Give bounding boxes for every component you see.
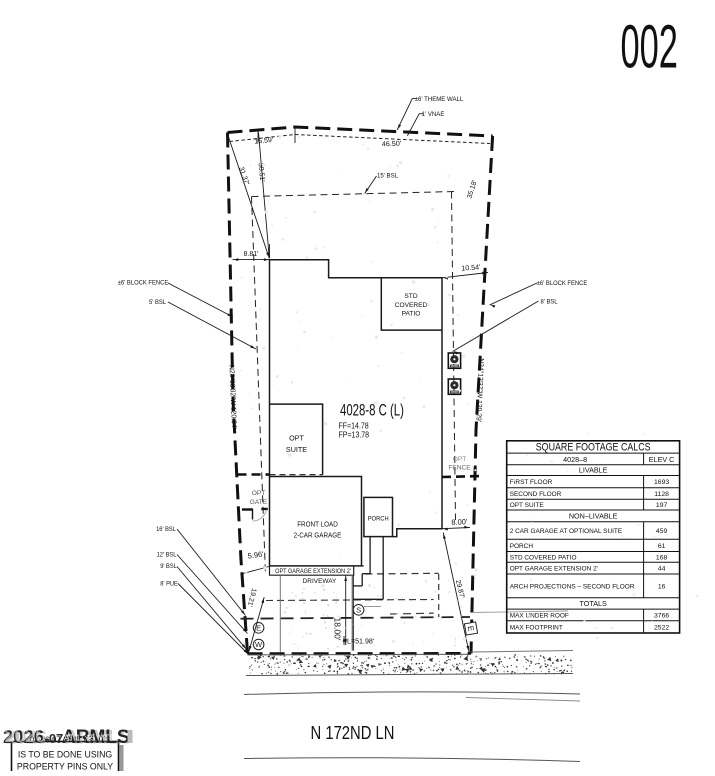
svg-text:OPT: OPT [453,456,467,463]
svg-text:2026: 2026 [4,725,45,746]
svg-text:LIVABLE: LIVABLE [579,466,608,475]
svg-text:197: 197 [656,502,668,509]
svg-text:FENCE: FENCE [448,465,471,472]
svg-text:002: 002 [621,12,678,81]
svg-text:S: S [356,605,361,614]
svg-text:12' BSL: 12' BSL [157,552,177,558]
svg-text:STD COVERED PATIO: STD COVERED PATIO [510,554,577,561]
svg-text:PROPERTY PINS ONLY: PROPERTY PINS ONLY [17,761,113,771]
svg-text:19.21': 19.21' [246,587,257,607]
svg-text:E: E [256,623,261,632]
svg-text:2026: 2026 [6,727,47,748]
svg-text:±6' BLOCK FENCE: ±6' BLOCK FENCE [118,279,169,286]
svg-text:OPT SUITE: OPT SUITE [510,502,545,509]
svg-text:2-CAR GARAGE: 2-CAR GARAGE [294,532,342,539]
svg-text:STD: STD [404,293,417,300]
svg-text:16: 16 [658,583,666,590]
svg-text:1' VNAE: 1' VNAE [422,111,445,118]
svg-text:NON–LIVABLE: NON–LIVABLE [569,511,618,520]
svg-text:15' BSL: 15' BSL [377,172,398,179]
svg-text:FF=14.78: FF=14.78 [339,421,369,430]
svg-text:16' BSL: 16' BSL [156,527,176,533]
svg-text:IS TO BE DONE USING: IS TO BE DONE USING [18,749,112,759]
svg-text:MAX FOOTPRINT: MAX FOOTPRINT [510,624,563,631]
svg-text:OPT: OPT [289,434,304,443]
svg-text:E: E [466,625,476,632]
svg-text:5.96': 5.96' [247,549,265,560]
svg-text:MAX UNDER ROOF: MAX UNDER ROOF [510,612,569,619]
svg-text:SECOND FLOOR: SECOND FLOOR [510,491,562,498]
svg-text:2026: 2026 [3,726,44,747]
svg-text:N24°12'37"W 120.29': N24°12'37"W 120.29' [474,358,485,422]
svg-text:TOTALS: TOTALS [580,599,607,608]
svg-text:2522: 2522 [654,624,669,631]
svg-text:02-26-07 AT 11:15 MTS: 02-26-07 AT 11:15 MTS [30,735,111,744]
svg-text:SUITE: SUITE [286,445,307,454]
svg-text:ARCH PROJECTIONS – SECOND FLOO: ARCH PROJECTIONS – SECOND FLOOR [510,583,635,590]
svg-text:COVERED: COVERED [395,302,428,309]
svg-text:8.00': 8.00' [451,517,468,527]
svg-text:2 CAR GARAGE AT OPTIONAL SUITE: 2 CAR GARAGE AT OPTIONAL SUITE [510,528,623,535]
svg-text:10.54': 10.54' [461,262,482,272]
svg-text:OPT GARAGE EXTENSION 2': OPT GARAGE EXTENSION 2' [275,569,351,575]
svg-text:FP=13.78: FP=13.78 [339,430,370,439]
svg-text:1128: 1128 [654,491,669,498]
svg-text:5' BSL: 5' BSL [149,299,167,306]
svg-text:8.81': 8.81' [244,251,259,258]
svg-text:15.59': 15.59' [254,137,273,146]
svg-text:PORCH: PORCH [510,543,534,550]
svg-text:PATIO: PATIO [402,311,421,318]
svg-text:4028–8: 4028–8 [563,455,587,464]
svg-text:46.50': 46.50' [382,139,402,149]
svg-text:L=51.98': L=51.98' [347,636,375,645]
svg-text:30.51': 30.51' [257,163,266,182]
svg-text:N 172ND LN: N 172ND LN [311,722,395,743]
svg-text:4028-8 C (L): 4028-8 C (L) [340,401,404,420]
svg-text:N28°58'32"W 120.84': N28°58'32"W 120.84' [227,365,238,429]
svg-text:3766: 3766 [654,612,669,619]
svg-text:9' BSL: 9' BSL [160,564,177,570]
svg-text:FRONT LOAD: FRONT LOAD [297,521,338,528]
svg-text:±6' BLOCK FENCE: ±6' BLOCK FENCE [537,280,588,287]
svg-text:44: 44 [658,566,666,573]
svg-text:ARMLS: ARMLS [65,728,133,749]
svg-text:29.87': 29.87' [454,579,465,599]
svg-text:8' PUE: 8' PUE [160,581,178,587]
svg-text:-07: -07 [45,731,64,746]
svg-text:ARMLS: ARMLS [62,727,130,748]
svg-text:±6' THEME WALL: ±6' THEME WALL [415,96,464,103]
svg-text:ELEV C: ELEV C [649,455,675,464]
svg-text:1693: 1693 [654,479,669,486]
svg-text:OPT GARAGE EXTENSION 2': OPT GARAGE EXTENSION 2' [510,565,598,572]
svg-text:PORCH: PORCH [368,515,389,523]
svg-text:GATE: GATE [250,499,268,506]
svg-text:18.00': 18.00' [333,618,343,641]
svg-text:W: W [255,640,263,649]
svg-text:168: 168 [656,554,668,561]
svg-text:459: 459 [656,528,668,535]
svg-text:SQUARE FOOTAGE CALCS: SQUARE FOOTAGE CALCS [536,442,651,454]
svg-text:FIRST FLOOR: FIRST FLOOR [510,479,553,486]
svg-text:8' BSL: 8' BSL [540,298,558,305]
svg-text:61: 61 [658,543,666,550]
svg-text:DRIVEWAY: DRIVEWAY [303,578,337,585]
svg-text:AT 11:15 MTS: AT 11:15 MTS [64,732,115,742]
svg-text:OPT: OPT [252,490,266,497]
